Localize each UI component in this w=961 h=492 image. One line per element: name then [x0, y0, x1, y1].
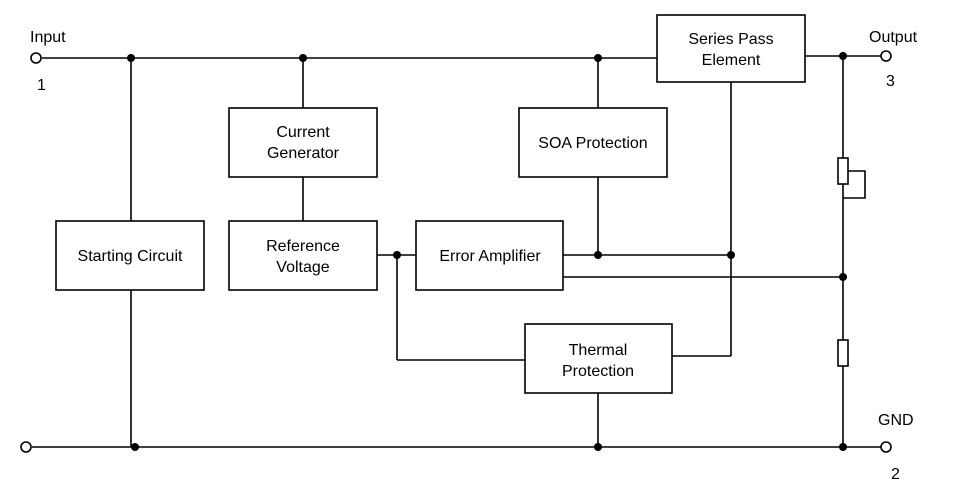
- block-thermal-protection-line1: Thermal: [569, 342, 628, 359]
- junction-dot: [594, 443, 602, 451]
- block-starting-circuit-label: Starting Circuit: [78, 248, 183, 265]
- junction-dot: [127, 54, 135, 62]
- wire-wiper: [843, 170, 866, 199]
- resistor-icon: [837, 339, 849, 367]
- junction-dot: [839, 52, 847, 60]
- junction-dot: [727, 251, 735, 259]
- block-error-amplifier: Error Amplifier: [415, 220, 564, 291]
- input-pin-number: 1: [37, 77, 46, 94]
- block-reference-voltage-line1: Reference: [266, 238, 340, 255]
- block-current-generator-line2: Generator: [267, 145, 340, 162]
- wires: [32, 55, 882, 448]
- gnd-label: GND: [878, 412, 914, 429]
- input-label: Input: [30, 29, 66, 46]
- block-series-pass-line1: Series Pass: [688, 31, 773, 48]
- block-reference-voltage-line2: Voltage: [276, 259, 329, 276]
- input-pin-icon: [30, 52, 42, 64]
- block-thermal-protection-line2: Protection: [562, 363, 634, 380]
- junction-dot: [131, 443, 139, 451]
- junction-dot: [393, 251, 401, 259]
- junction-dot: [299, 54, 307, 62]
- block-error-amplifier-label: Error Amplifier: [439, 248, 541, 265]
- block-soa-protection-label: SOA Protection: [538, 135, 647, 152]
- junction-dot: [594, 54, 602, 62]
- gnd-left-pin-icon: [20, 441, 32, 453]
- block-starting-circuit: Starting Circuit: [55, 220, 205, 291]
- gnd-pin-icon: [880, 441, 892, 453]
- output-pin-icon: [880, 50, 892, 62]
- output-label: Output: [869, 29, 918, 46]
- output-pin-number: 3: [886, 73, 895, 90]
- block-current-generator: Current Generator: [228, 107, 378, 178]
- block-thermal-protection: Thermal Protection: [524, 323, 673, 394]
- block-reference-voltage: Reference Voltage: [228, 220, 378, 291]
- block-soa-protection: SOA Protection: [518, 107, 668, 178]
- gnd-pin-number: 2: [891, 466, 900, 483]
- block-series-pass: Series Pass Element: [656, 14, 806, 83]
- junction-dot: [839, 273, 847, 281]
- block-series-pass-line2: Element: [702, 52, 761, 69]
- block-current-generator-line1: Current: [276, 124, 330, 141]
- junction-dot: [839, 443, 847, 451]
- junctions: [127, 52, 847, 451]
- junction-dot: [594, 251, 602, 259]
- adjustable-resistor-icon: [837, 157, 849, 185]
